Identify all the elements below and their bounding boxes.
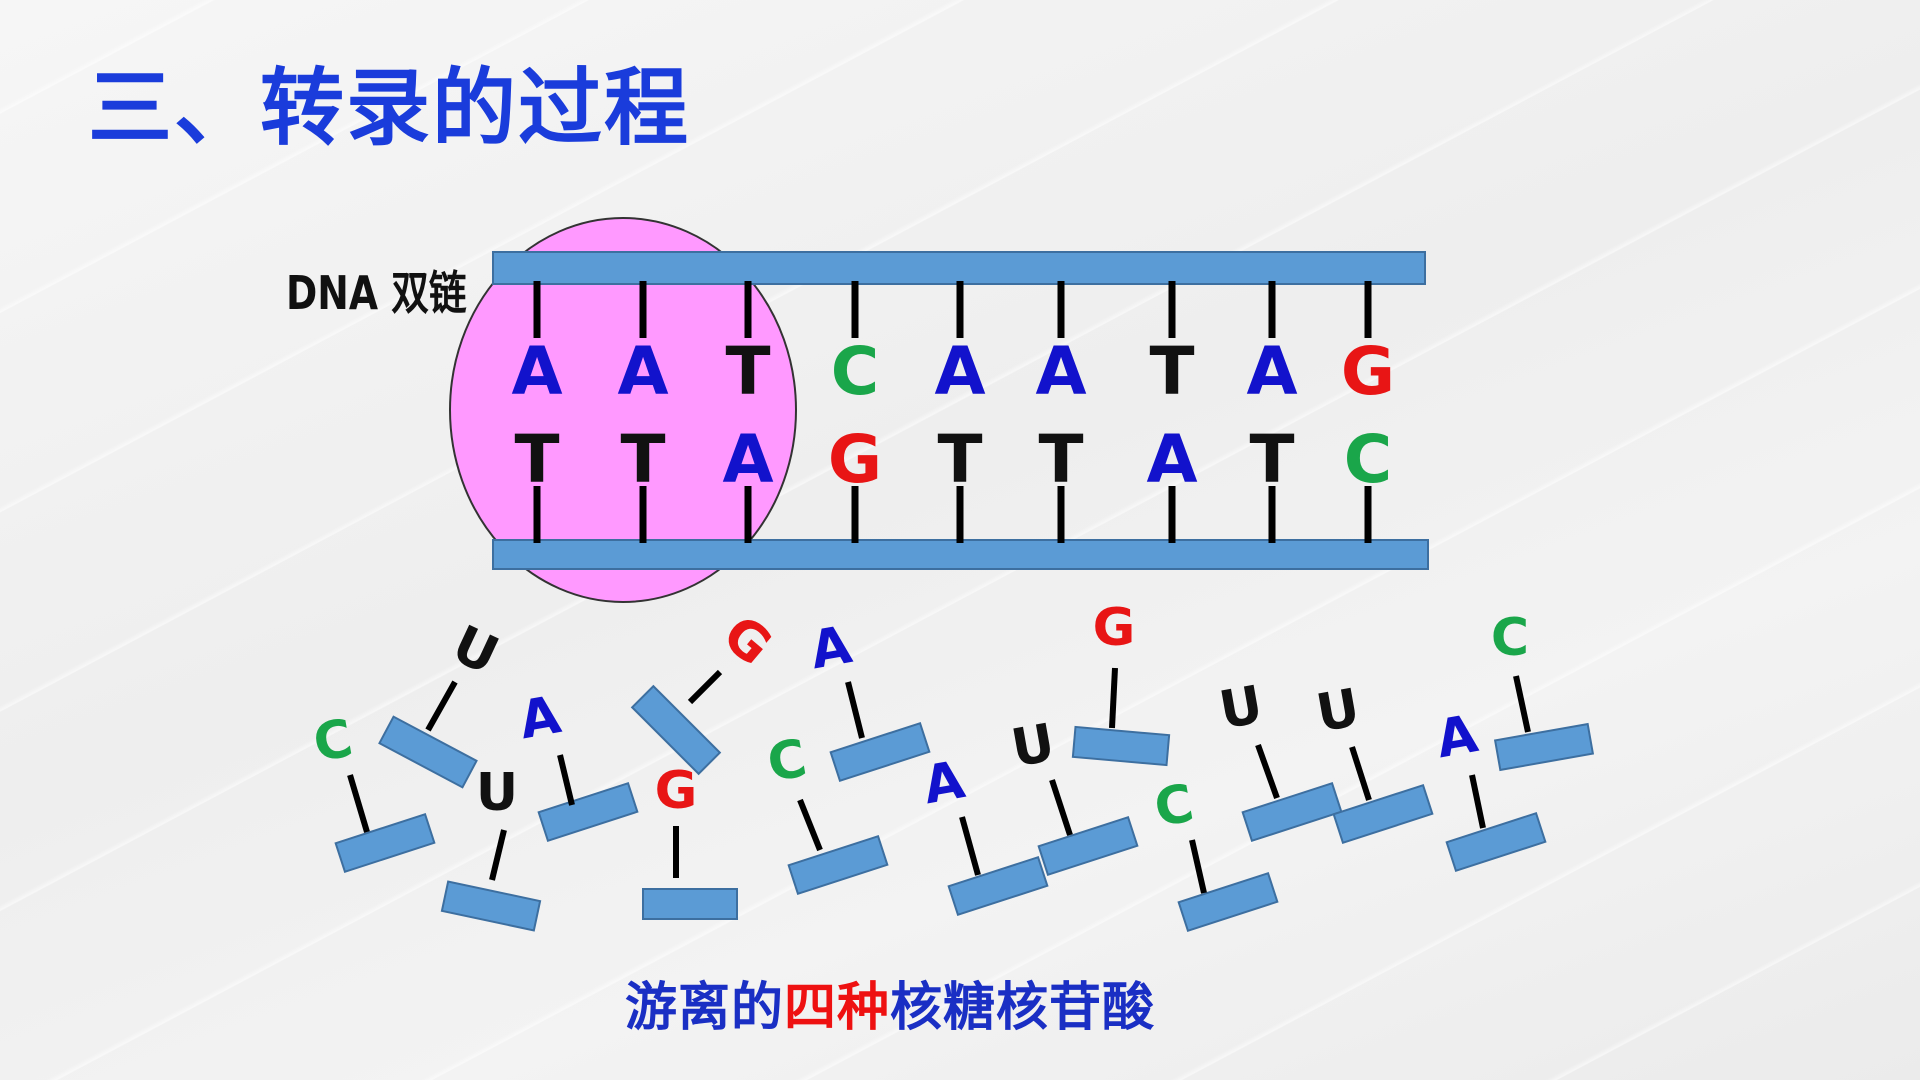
- free-nucleotide-c: C: [309, 708, 436, 874]
- bond: [489, 829, 507, 881]
- ribose-phosphate: [378, 715, 478, 789]
- free-base: C: [1491, 608, 1529, 668]
- caption-part2: 核糖核苷酸: [890, 978, 1156, 1038]
- ribose-phosphate: [537, 781, 639, 843]
- bond: [557, 754, 575, 806]
- ribose-phosphate: [1493, 722, 1595, 772]
- free-nucleotide-g: G: [642, 761, 738, 920]
- free-nucleotide-a: A: [919, 750, 1049, 917]
- top-base: A: [1035, 333, 1086, 410]
- free-nucleotide-c: C: [1150, 773, 1279, 933]
- free-nucleotide-c: C: [1491, 608, 1595, 772]
- ribose-phosphate: [334, 812, 436, 874]
- free-base: C: [309, 708, 357, 774]
- free-base: G: [1093, 598, 1136, 658]
- bottom-base: T: [514, 421, 559, 498]
- bond: [1255, 743, 1280, 800]
- bond: [1109, 667, 1118, 729]
- bond: [845, 681, 865, 739]
- ribose-phosphate: [1241, 781, 1343, 843]
- ribose-phosphate: [947, 855, 1049, 917]
- ribose-phosphate: [787, 834, 889, 896]
- bond: [347, 774, 370, 833]
- bottom-base: T: [1038, 421, 1083, 498]
- base-pair-1: AT: [511, 281, 563, 543]
- bond: [1189, 839, 1207, 894]
- base-pair-2: AT: [617, 281, 669, 543]
- free-nucleotide-a: A: [806, 615, 931, 783]
- free-nucleotide-u: U: [378, 614, 507, 789]
- free-base: U: [1312, 678, 1364, 744]
- free-base: C: [763, 728, 811, 794]
- ribose-phosphate: [829, 721, 931, 783]
- free-base: U: [1215, 675, 1267, 741]
- bottom-base: G: [828, 421, 882, 498]
- bond: [1513, 675, 1531, 733]
- bottom-base: C: [1344, 421, 1392, 498]
- bond: [959, 816, 981, 876]
- free-nucleotide-g: G: [630, 604, 783, 776]
- free-nucleotide-u: U: [1215, 675, 1343, 843]
- free-base: C: [1150, 773, 1198, 839]
- ribose-phosphate: [440, 880, 542, 932]
- ribose-phosphate: [1071, 725, 1171, 767]
- base-pair-6: AT: [1035, 281, 1087, 543]
- free-base: U: [476, 763, 518, 823]
- bond: [797, 798, 823, 852]
- caption: 游离的四种核糖核苷酸: [0, 965, 1780, 1040]
- free-nucleotide-u: U: [440, 763, 542, 932]
- free-nucleotide-u: U: [1007, 713, 1139, 877]
- base-pair-5: AT: [934, 281, 986, 543]
- base-pair-9: GC: [1341, 281, 1395, 543]
- free-base: A: [515, 685, 565, 751]
- free-base: A: [919, 750, 969, 816]
- base-pair-3: TA: [722, 281, 774, 543]
- bottom-base: T: [620, 421, 665, 498]
- bond: [1469, 774, 1486, 829]
- base-pair-8: AT: [1246, 281, 1298, 543]
- free-nucleotide-u: U: [1312, 678, 1434, 845]
- base-pair-7: TA: [1146, 281, 1198, 543]
- top-base: A: [511, 333, 562, 410]
- ribose-phosphate: [1332, 783, 1434, 845]
- bond: [687, 669, 723, 705]
- caption-highlight: 四种: [783, 978, 890, 1038]
- top-base: A: [1246, 333, 1297, 410]
- top-base: T: [725, 333, 770, 410]
- free-nucleotide-g: G: [1071, 598, 1171, 767]
- top-base: C: [831, 333, 879, 410]
- top-base: A: [617, 333, 668, 410]
- dna-coding-strand-bottom: [492, 539, 1429, 570]
- free-base: U: [1007, 713, 1059, 779]
- caption-part1: 游离的: [624, 978, 784, 1038]
- free-base: A: [1432, 704, 1482, 770]
- base-pair-4: CG: [828, 281, 882, 543]
- ribose-phosphate: [630, 684, 722, 776]
- ribose-phosphate: [1037, 815, 1139, 877]
- free-base: G: [655, 761, 698, 821]
- ribose-phosphate: [1445, 811, 1547, 873]
- dna-double-strand-label: DNA 双链: [286, 266, 467, 320]
- bottom-base: T: [937, 421, 982, 498]
- page-title: 三、转录的过程: [88, 59, 691, 157]
- bottom-base: T: [1249, 421, 1294, 498]
- free-base: U: [443, 614, 507, 686]
- bond: [1049, 779, 1073, 836]
- free-base: A: [806, 615, 856, 681]
- bottom-base: A: [1146, 421, 1197, 498]
- ribose-phosphate: [642, 888, 738, 920]
- top-base: A: [934, 333, 985, 410]
- dna-template-strand-top: [492, 251, 1426, 285]
- free-nucleotide-a: A: [515, 685, 639, 843]
- top-base: T: [1149, 333, 1194, 410]
- bond: [425, 680, 458, 732]
- free-base: G: [711, 604, 782, 677]
- bottom-base: A: [722, 421, 773, 498]
- top-base: G: [1341, 333, 1395, 410]
- bond: [1349, 746, 1372, 801]
- ribose-phosphate: [1177, 871, 1279, 933]
